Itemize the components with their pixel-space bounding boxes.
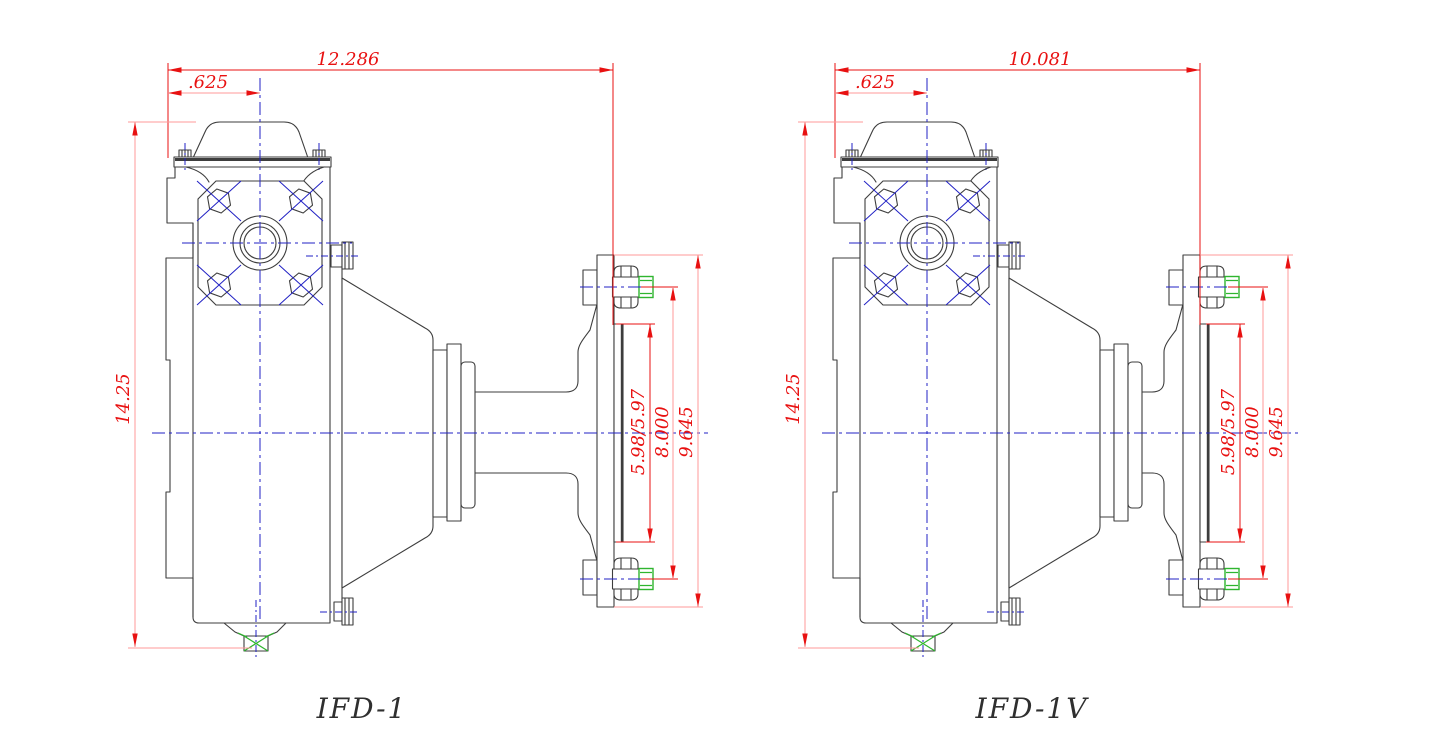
dim-flange-diameter: 9.645 — [676, 406, 697, 458]
dim-input-offset: .625 — [188, 72, 228, 93]
dim-overall-height: 14.25 — [783, 373, 804, 425]
dim-bolt-circle: 8.000 — [652, 406, 673, 458]
output-shaft-tube — [474, 391, 567, 474]
drawing-ifd-1: 12.286 .625 14.25 5.98/5.97 8.000 9.645 … — [113, 49, 708, 725]
dim-bolt-circle: 8.000 — [1242, 406, 1263, 458]
dim-flange-diameter: 9.645 — [1266, 406, 1287, 458]
dim-input-offset: .625 — [855, 72, 895, 93]
dim-overall-length: 10.081 — [1009, 49, 1072, 70]
part-label-ifd-1v: IFD-1V — [975, 692, 1090, 725]
drawing-ifd-1v: 10.081 .625 14.25 5.98/5.97 8.000 9.645 … — [783, 49, 1298, 725]
part-label-ifd-1: IFD-1 — [316, 692, 408, 725]
dim-pilot-diameter: 5.98/5.97 — [1218, 388, 1239, 475]
dim-overall-length: 12.286 — [317, 49, 380, 70]
output-shaft-stub — [1141, 391, 1154, 474]
dimensions-ifd-1v: 10.081 .625 14.25 5.98/5.97 8.000 9.645 — [783, 49, 1293, 649]
dim-pilot-diameter: 5.98/5.97 — [628, 388, 649, 475]
dim-overall-height: 14.25 — [113, 373, 134, 425]
dimensions-ifd-1: 12.286 .625 14.25 5.98/5.97 8.000 9.645 — [113, 49, 703, 649]
